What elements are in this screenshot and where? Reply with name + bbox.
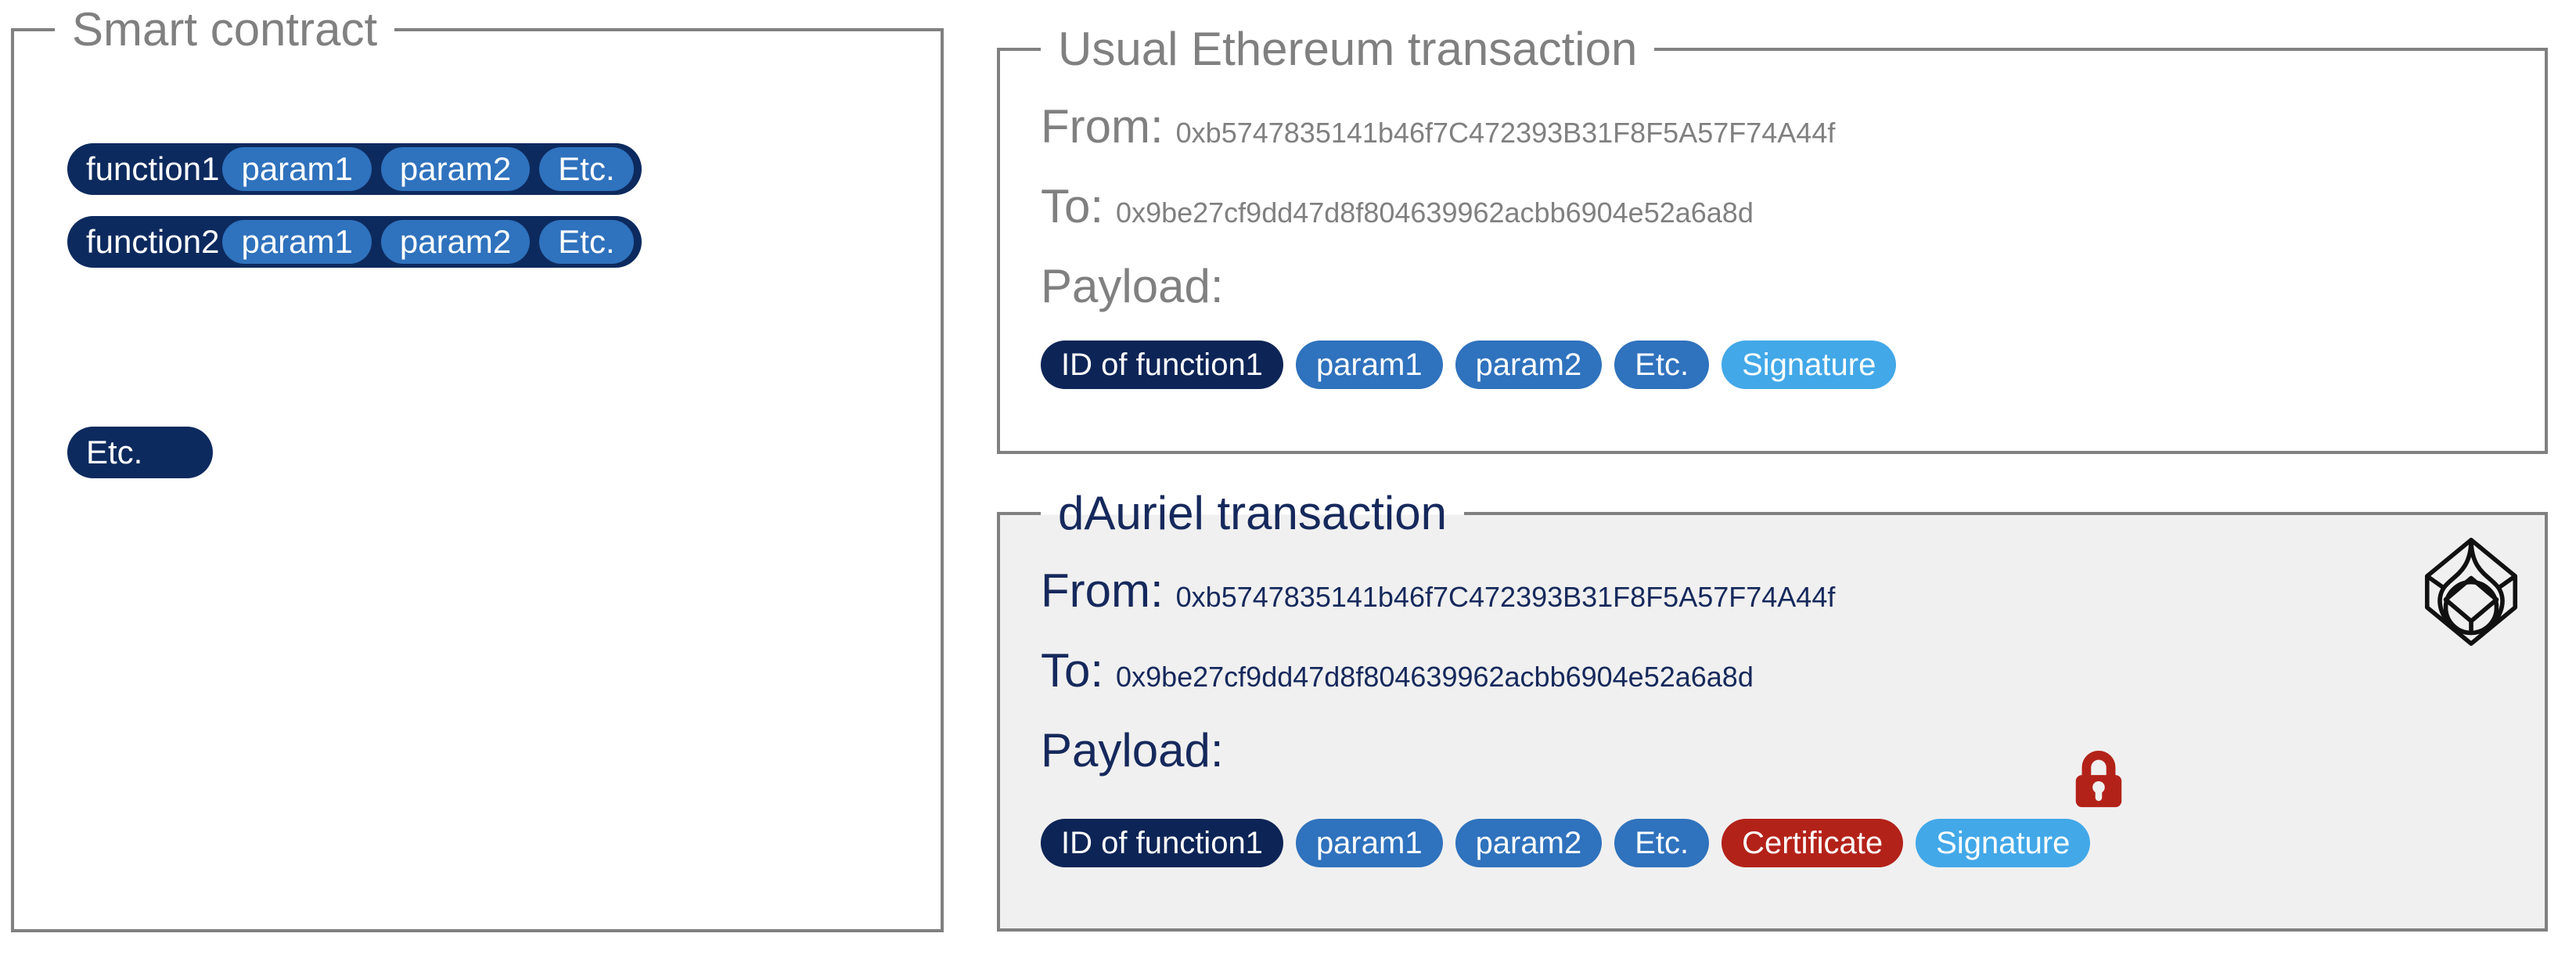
function-row[interactable]: function2 param1 param2 Etc. [67,216,642,268]
from-field: From: 0xb5747835141b46f7C472393B31F8F5A5… [1041,99,1835,160]
to-address: 0x9be27cf9dd47d8f804639962acbb6904e52a6a… [1116,196,1754,229]
payload-pill-certificate[interactable]: Certificate [1722,819,1904,867]
dauriel-transaction-panel: dAuriel transaction From: 0xb5747835141b… [997,485,2548,932]
function-arg[interactable]: param1 [222,147,372,191]
function-arg[interactable]: param2 [380,220,531,264]
function-name: function1 [86,150,220,187]
function-arg[interactable]: Etc. [539,220,634,264]
from-field: From: 0xb5747835141b46f7C472393B31F8F5A5… [1041,564,1835,625]
dauriel-diamond-logo [2424,537,2518,647]
payload-pill-row: ID of function1 param1 param2 Etc. Signa… [1041,341,1897,389]
payload-label: Payload: [1041,724,1224,777]
smart-contract-legend: Smart contract [55,2,395,58]
payload-pill-function-id[interactable]: ID of function1 [1041,341,1283,389]
payload-field: Payload: [1041,723,1224,778]
from-label: From: [1041,100,1164,153]
function-list: function1 param1 param2 Etc. function2 p… [67,143,642,268]
payload-label: Payload: [1041,260,1224,312]
ethereum-transaction-panel: Usual Ethereum transaction From: 0xb5747… [997,21,2548,454]
function-arg[interactable]: param2 [380,147,531,191]
ethereum-transaction-legend: Usual Ethereum transaction [1041,21,1655,77]
payload-pill-etc[interactable]: Etc. [1614,341,1710,389]
lock-icon [2075,751,2122,808]
payload-pill-function-id[interactable]: ID of function1 [1041,819,1283,867]
from-label: From: [1041,564,1164,617]
to-label: To: [1041,180,1104,232]
function-name: function2 [86,223,220,260]
payload-pill-row: ID of function1 param1 param2 Etc. Certi… [1041,819,2091,867]
to-label: To: [1041,644,1104,697]
to-address: 0x9be27cf9dd47d8f804639962acbb6904e52a6a… [1116,661,1754,693]
payload-pill-signature[interactable]: Signature [1722,341,1897,389]
payload-pill-param[interactable]: param2 [1455,341,1603,389]
payload-pill-param[interactable]: param1 [1295,341,1443,389]
payload-pill-signature[interactable]: Signature [1916,819,2091,867]
payload-field: Payload: [1041,259,1224,314]
to-field: To: 0x9be27cf9dd47d8f804639962acbb6904e5… [1041,643,1754,705]
to-field: To: 0x9be27cf9dd47d8f804639962acbb6904e5… [1041,179,1754,240]
from-address: 0xb5747835141b46f7C472393B31F8F5A57F74A4… [1175,117,1836,149]
smart-contract-panel: Smart contract function1 param1 param2 E… [11,2,944,932]
payload-pill-param[interactable]: param2 [1455,819,1603,867]
payload-pill-etc[interactable]: Etc. [1614,819,1710,867]
function-arg[interactable]: param1 [222,220,372,264]
function-arg[interactable]: Etc. [539,147,634,191]
payload-pill-param[interactable]: param1 [1295,819,1443,867]
function-row-etc[interactable]: Etc. [67,427,213,478]
dauriel-transaction-legend: dAuriel transaction [1041,485,1464,542]
from-address: 0xb5747835141b46f7C472393B31F8F5A57F74A4… [1175,581,1836,613]
function-row[interactable]: function1 param1 param2 Etc. [67,143,642,195]
